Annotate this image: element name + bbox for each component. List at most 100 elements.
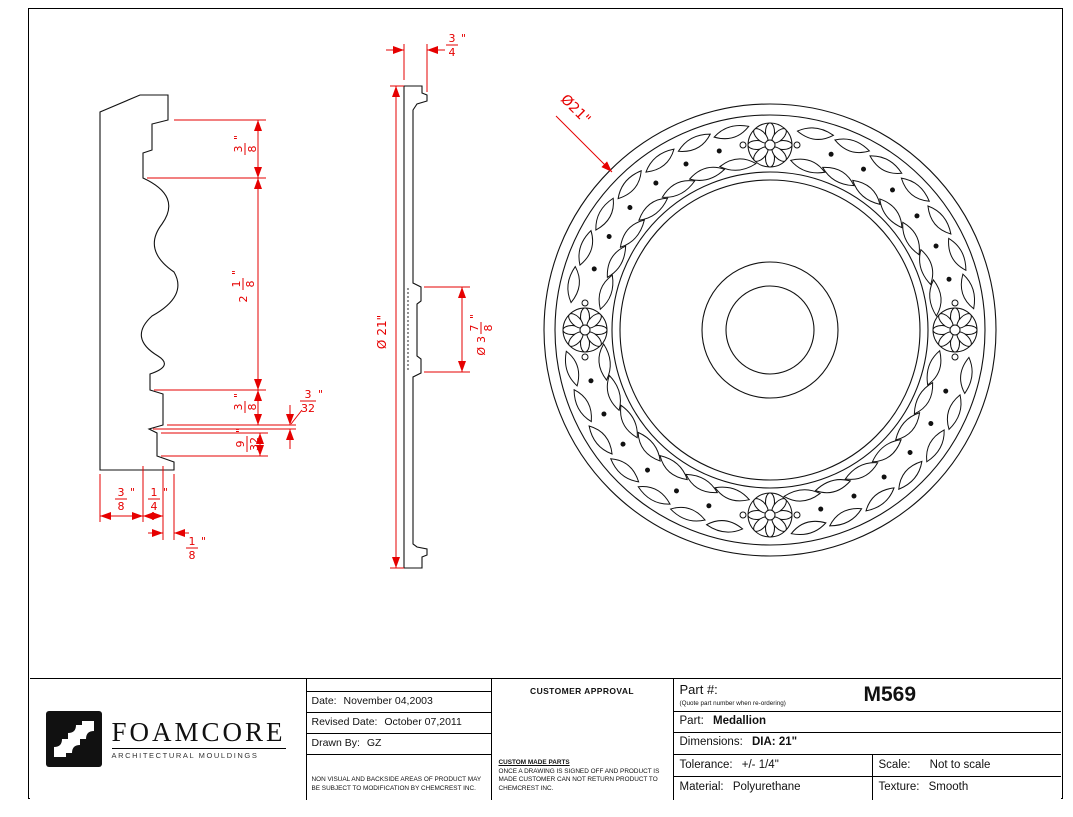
dates-section: Date: November 04,2003 Revised Date: Oct… [305, 679, 491, 800]
dim-label-profile-low: 3 8 " [232, 393, 259, 413]
dim-prefix: Ø [375, 340, 389, 349]
customer-approval-section: CUSTOMER APPROVAL CUSTOM MADE PARTS ONCE… [490, 679, 673, 800]
side-view-outline [403, 85, 428, 569]
date-label: Date: [311, 695, 337, 707]
dim-label-side-width: 3 4 " [446, 32, 466, 59]
dim-num: 3 [118, 486, 125, 499]
custom-parts-title: CUSTOM MADE PARTS [498, 758, 570, 766]
svg-text:Ø3: Ø3 [475, 336, 488, 356]
dim-den: 8 [246, 404, 259, 411]
dim-unit: " [201, 535, 206, 548]
part-value: Medallion [713, 715, 767, 727]
brand-name: FOAMCORE [111, 716, 286, 747]
leaf-pair [819, 132, 876, 191]
leaf-pair [909, 379, 968, 436]
material-texture-row: Material: Polyurethane Texture: Smooth [674, 777, 1062, 800]
dim-label-thickness-b: 1 4 " [148, 486, 168, 513]
dim-label-thickness-c: 1 8 " [186, 535, 206, 562]
material-value: Polyurethane [732, 781, 801, 793]
part-info-section: Part #: (Quote part number when re-order… [672, 679, 1062, 800]
leaf-pair [896, 201, 957, 261]
dim-label-hub-diameter: Ø3 7 8 " [468, 314, 495, 356]
front-view: Ø21" [543, 92, 997, 557]
tolerance-label: Tolerance: [679, 759, 733, 771]
field-circle [619, 179, 921, 481]
dim-den: 8 [244, 281, 257, 288]
leaf-pair [589, 192, 651, 252]
customer-approval-title: CUSTOMER APPROVAL [530, 686, 634, 696]
part-number-value: M569 [863, 683, 917, 706]
dim-den: 8 [118, 500, 125, 513]
cross-section-view [99, 94, 179, 471]
laurel-wreath [553, 113, 987, 547]
logo-mark-icon [45, 711, 102, 768]
technical-drawing: 3 8 " 2 1 8 " 3 8 " 3 [99, 32, 997, 569]
modification-note: NON VISUAL AND BACKSIDE AREAS OF PRODUCT… [311, 776, 482, 792]
leaf-pair [583, 399, 644, 459]
dim-num: 1 [189, 535, 196, 548]
dim-num: 3 [449, 32, 456, 45]
texture-label: Texture: [878, 781, 920, 793]
front-view-dimension: Ø21" [555, 92, 613, 173]
hub-outer-circle [701, 261, 839, 399]
part-number-hint: (Quote part number when re-ordering) [679, 700, 786, 707]
logo: FOAMCORE ARCHITECTURAL MOULDINGS [30, 679, 306, 800]
dim-den: 8 [189, 549, 196, 562]
drawn-by-row: Drawn By: GZ [306, 734, 491, 755]
dim-unit: " [468, 314, 481, 319]
dim-label-side-diameter: Ø21" [375, 315, 389, 349]
wreath-inner-circle [611, 171, 929, 489]
side-view-dimensions: Ø21" 3 4 " Ø3 7 [375, 32, 495, 569]
leaf-pair [664, 469, 721, 528]
revised-date-label: Revised Date: [311, 716, 378, 728]
part-number-label: Part #: [679, 682, 718, 697]
dim-label-thickness-a: 3 8 " [115, 486, 135, 513]
part-label: Part: [679, 715, 704, 727]
dim-den: 32 [301, 402, 315, 415]
dim-unit: " [234, 428, 247, 433]
dim-num: 7 [468, 325, 481, 332]
leaf-pair [572, 224, 631, 281]
leaf-pair [641, 143, 701, 204]
dim-unit: " [375, 315, 389, 321]
leaf-pair [839, 456, 899, 517]
medallion-outer-circle [543, 103, 997, 557]
logo-text: FOAMCORE ARCHITECTURAL MOULDINGS [111, 716, 286, 760]
part-name-row: Part: Medallion [673, 712, 1061, 733]
date-value: November 04,2003 [343, 695, 433, 707]
material-label: Material: [679, 781, 724, 793]
dim-den: 8 [482, 325, 495, 332]
hub-inner-circle [725, 285, 815, 375]
dimensions-label: Dimensions: [679, 736, 743, 748]
dim-label-profile-mid: 2 1 8 " [230, 270, 257, 303]
custom-parts-text: ONCE A DRAWING IS SIGNED OFF AND PRODUCT… [498, 767, 660, 792]
dim-den: 32 [248, 437, 261, 451]
brand-tagline: ARCHITECTURAL MOULDINGS [111, 747, 286, 760]
dimensions-row: Dimensions: DIA: 21" [673, 733, 1061, 755]
dim-num: 1 [151, 486, 158, 499]
dim-den: 4 [151, 500, 158, 513]
dimensions-value: DIA: 21" [751, 736, 798, 748]
part-number-row: Part #: (Quote part number when re-order… [673, 679, 1061, 712]
tolerance-scale-row: Tolerance: +/- 1/4" Scale: Not to scale [673, 755, 1061, 777]
dim-unit: " [163, 486, 168, 499]
dim-den: 8 [246, 146, 259, 153]
tolerance-value: +/- 1/4" [741, 759, 779, 771]
dim-label-profile-step: 9 32 " [234, 428, 261, 452]
dim-unit: " [130, 486, 135, 499]
dim-label-profile-top: 3 8 " [232, 135, 259, 155]
title-block: FOAMCORE ARCHITECTURAL MOULDINGS Date: N… [29, 678, 1062, 800]
medallion-rim-circle [554, 114, 986, 546]
texture-value: Smooth [928, 781, 969, 793]
dim-num: 9 [234, 441, 247, 448]
dim-unit: " [461, 32, 466, 45]
scale-label: Scale: [878, 759, 911, 771]
drawn-by-label: Drawn By: [311, 737, 360, 749]
profile-outline [99, 94, 179, 471]
dim-unit: " [232, 135, 245, 140]
profile-dimensions: 3 8 " 2 1 8 " 3 8 " 3 [99, 119, 323, 562]
dim-num: 1 [230, 281, 243, 288]
custom-parts-note: CUSTOM MADE PARTS ONCE A DRAWING IS SIGN… [492, 759, 673, 800]
leaf-pair [632, 449, 692, 511]
